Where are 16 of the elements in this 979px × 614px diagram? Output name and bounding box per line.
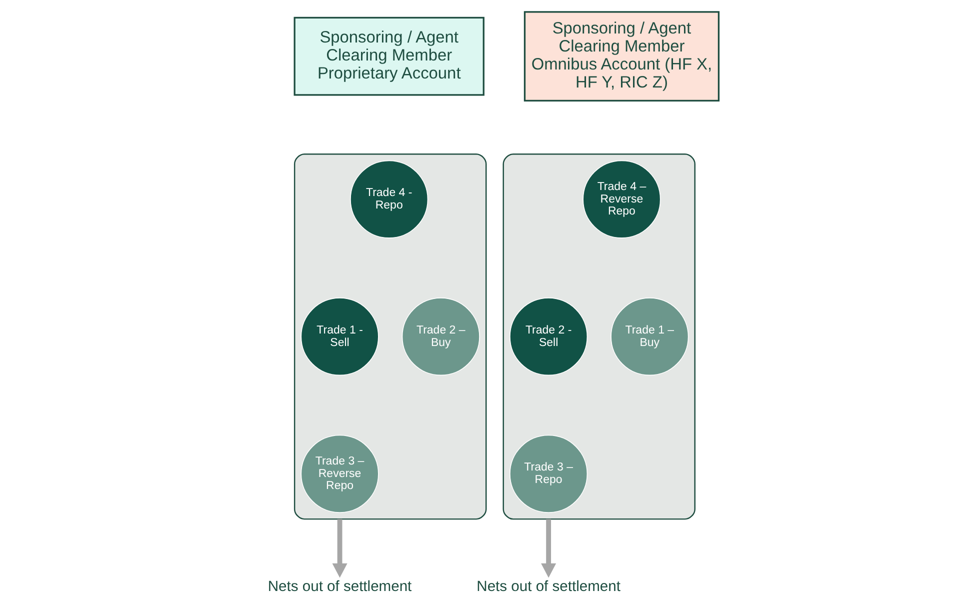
node-circle: Trade 4 - Repo: [350, 160, 428, 238]
node-circle: Trade 3 – Reverse Repo: [300, 434, 378, 513]
node-box: Sponsoring / Agent Clearing Member Proprietary Account: [293, 16, 484, 96]
node-circle: Trade 2 – Buy: [401, 298, 480, 376]
cluster: [502, 154, 695, 520]
node-text: Nets out of settlement: [267, 578, 412, 595]
node-circle: Trade 2 - Sell: [509, 298, 588, 376]
node-circle: Trade 1 – Buy: [610, 298, 688, 376]
node-circle: Trade 1 - Sell: [300, 298, 378, 376]
node-box: Sponsoring / Agent Clearing Member Omnibus Account (HF X, HF Y, RIC Z): [523, 11, 720, 102]
node-circle: Trade 3 – Repo: [509, 434, 588, 513]
cluster: [293, 154, 486, 520]
arrow: [332, 519, 347, 578]
arrow: [540, 519, 556, 578]
node-circle: Trade 4 – Reverse Repo: [582, 160, 660, 238]
node-text: Nets out of settlement: [476, 578, 620, 595]
